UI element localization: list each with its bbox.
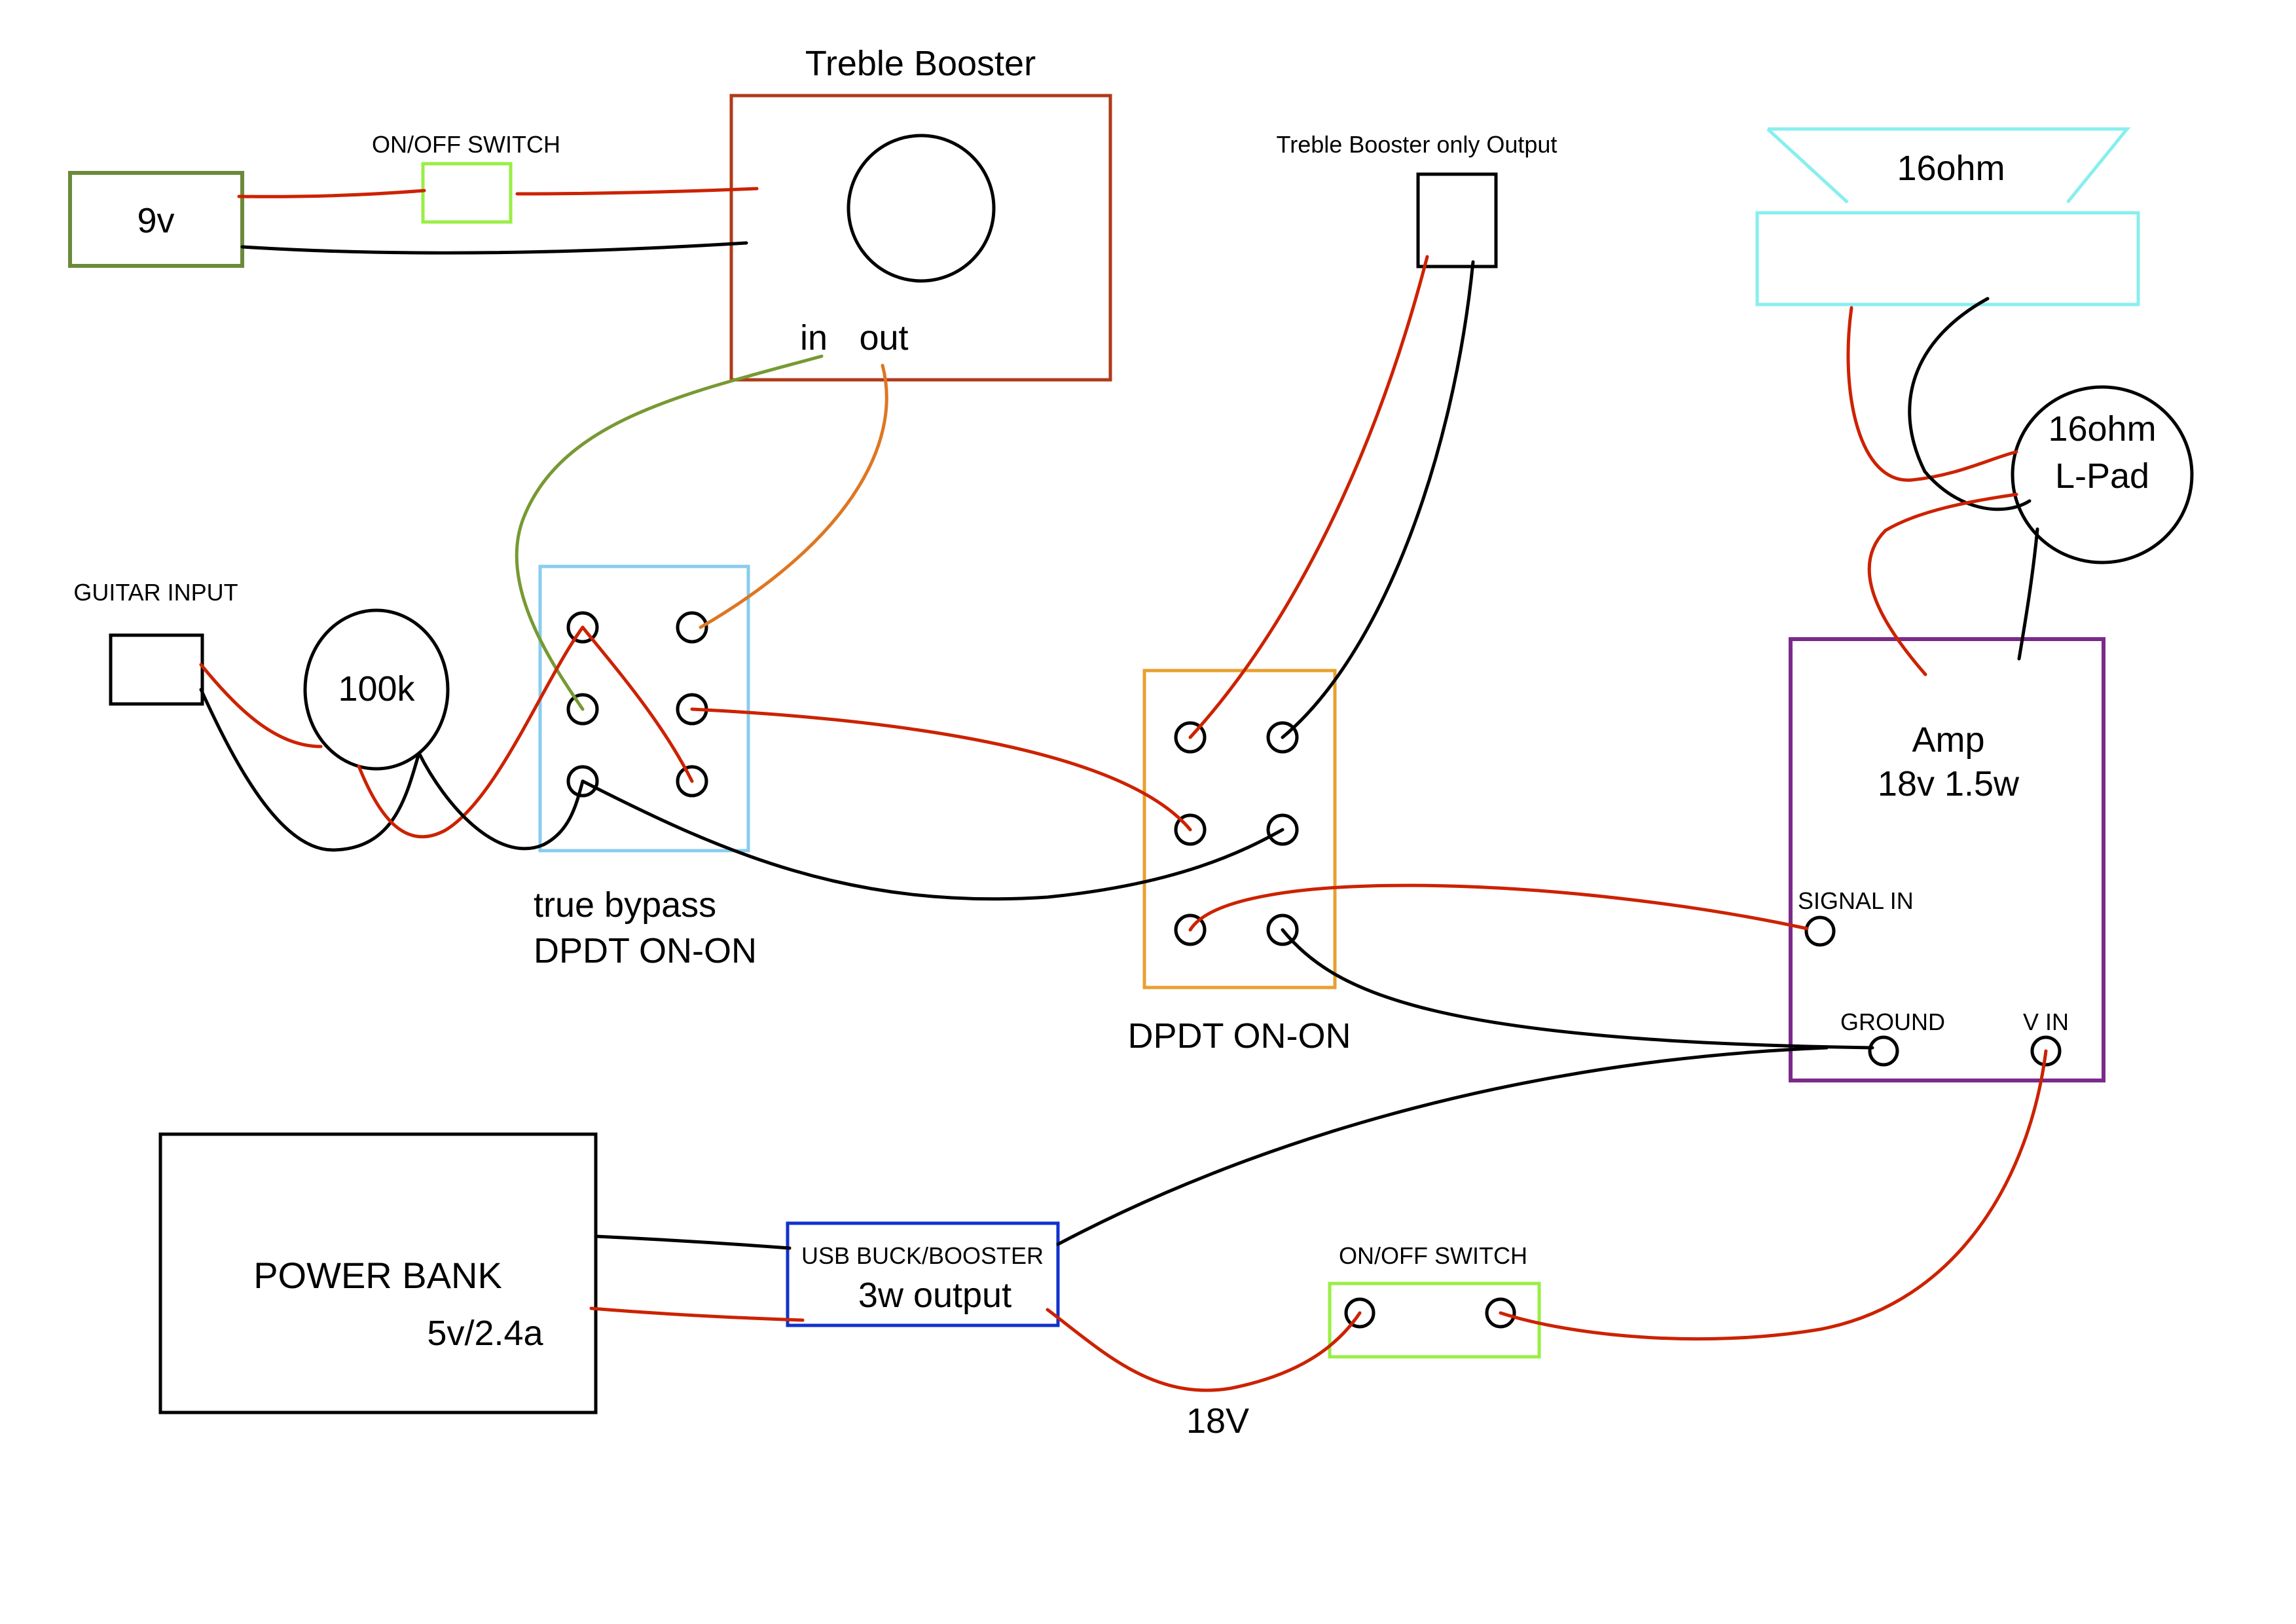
wire-amp-to-lpad-ground bbox=[2017, 527, 2039, 661]
wire-dpdt-to-amp-ground bbox=[1281, 928, 1874, 1050]
wire-battery-positive bbox=[237, 189, 426, 198]
lpad bbox=[2011, 385, 2194, 564]
amp-signal-in-label: SIGNAL IN bbox=[1798, 887, 1914, 914]
wire-powerbank-to-usb-black bbox=[594, 1234, 792, 1250]
power-bank-label-2: 5v/2.4a bbox=[427, 1314, 543, 1353]
power-switch-top-label: ON/OFF SWITCH bbox=[372, 131, 560, 158]
battery-box bbox=[68, 171, 244, 268]
amp-signal-in-terminal bbox=[1804, 915, 1836, 947]
wire-input-tip bbox=[199, 663, 323, 748]
treble-booster-in-label: in bbox=[800, 318, 828, 358]
usb-buck-booster-label-1: USB BUCK/BOOSTER bbox=[801, 1242, 1044, 1269]
power-switch-bottom-lug-2 bbox=[1485, 1297, 1516, 1329]
bypass-lug-6 bbox=[676, 765, 708, 798]
amp-ground-terminal bbox=[1868, 1035, 1899, 1067]
wire-input-sleeve bbox=[199, 688, 421, 852]
wire-dpdt-to-amp-signal bbox=[1188, 883, 1809, 932]
treble-booster-out-label: out bbox=[859, 318, 908, 358]
power-bank-label-1: POWER BANK bbox=[253, 1255, 502, 1296]
dpdt-switch bbox=[1142, 669, 1337, 989]
amp-label-1: Amp bbox=[1912, 720, 1984, 760]
power-switch-bottom bbox=[1328, 1282, 1541, 1359]
amp-label-2: 18v 1.5w bbox=[1878, 764, 2020, 803]
treble-booster-title: Treble Booster bbox=[805, 44, 1036, 83]
wire-pot-ground bbox=[417, 751, 585, 851]
wire-switch-to-booster bbox=[515, 187, 759, 196]
power-switch-top bbox=[421, 162, 513, 224]
wire-usb-to-switch bbox=[1046, 1308, 1362, 1392]
speaker-label: 16ohm bbox=[1897, 149, 2005, 188]
wire-booster-out bbox=[699, 363, 888, 629]
dpdt-lug-4 bbox=[1266, 813, 1299, 846]
dpdt-label: DPDT ON-ON bbox=[1127, 1016, 1351, 1056]
wire-switch-to-amp-vin bbox=[1499, 1049, 2048, 1341]
lpad-label-1: 16ohm bbox=[2048, 409, 2156, 449]
bypass-lug-2 bbox=[676, 611, 708, 644]
amp-vin-label: V IN bbox=[2023, 1008, 2069, 1035]
wire-pot-wiper bbox=[357, 625, 585, 839]
amp-vin-terminal bbox=[2030, 1035, 2062, 1067]
dpdt-lug-3 bbox=[1174, 813, 1207, 846]
wire-bypass-to-dpdt-signal bbox=[690, 707, 1192, 832]
true-bypass-label-2: DPDT ON-ON bbox=[534, 931, 757, 970]
wire-dpdt-to-output-tip bbox=[1188, 255, 1429, 739]
wire-usb-to-amp-ground bbox=[1056, 1046, 1829, 1246]
wire-speaker-positive bbox=[1846, 306, 2018, 482]
wire-powerbank-to-usb-red bbox=[589, 1306, 805, 1322]
amp-box bbox=[1789, 637, 2105, 1082]
wire-amp-to-lpad-signal bbox=[1867, 492, 2018, 676]
lpad-label-2: L-Pad bbox=[2055, 456, 2149, 496]
battery-label: 9v bbox=[137, 201, 174, 240]
true-bypass-label-1: true bypass bbox=[534, 885, 716, 925]
treble-booster-box bbox=[729, 94, 1112, 382]
bypass-lug-3 bbox=[566, 693, 599, 726]
pot-100k-label: 100k bbox=[338, 669, 415, 709]
voltage-label: 18V bbox=[1186, 1401, 1249, 1441]
guitar-input-label: GUITAR INPUT bbox=[73, 579, 238, 606]
bypass-lug-5 bbox=[566, 765, 599, 798]
wire-bypass-to-dpdt-ground bbox=[581, 779, 1285, 901]
usb-buck-booster-label-2: 3w output bbox=[858, 1276, 1011, 1315]
wire-speaker-negative bbox=[1908, 297, 2032, 511]
speaker-magnet bbox=[1755, 211, 2140, 306]
power-switch-bottom-label: ON/OFF SWITCH bbox=[1339, 1242, 1527, 1269]
pot-100k bbox=[303, 608, 450, 771]
dpdt-lug-5 bbox=[1174, 913, 1207, 946]
dpdt-lug-6 bbox=[1266, 913, 1299, 946]
power-switch-bottom-lug-1 bbox=[1344, 1297, 1376, 1329]
bypass-lug-1 bbox=[566, 611, 599, 644]
power-bank bbox=[158, 1132, 598, 1414]
amp-ground-label: GROUND bbox=[1840, 1008, 1945, 1035]
dpdt-lug-1 bbox=[1174, 721, 1207, 754]
usb-buck-booster bbox=[786, 1221, 1060, 1327]
treble-only-output-label: Treble Booster only Output bbox=[1277, 131, 1558, 158]
speaker-cone bbox=[1766, 127, 2131, 204]
guitar-input-jack bbox=[109, 633, 204, 706]
wire-bypass-jumper bbox=[581, 625, 694, 783]
treble-booster-knob bbox=[847, 134, 996, 283]
wire-dpdt-to-output-sleeve bbox=[1281, 260, 1475, 739]
treble-only-output-jack bbox=[1416, 172, 1498, 268]
wire-battery-negative bbox=[240, 241, 748, 255]
true-bypass-switch bbox=[538, 564, 750, 853]
wire-booster-in bbox=[515, 354, 824, 711]
dpdt-lug-2 bbox=[1266, 721, 1299, 754]
